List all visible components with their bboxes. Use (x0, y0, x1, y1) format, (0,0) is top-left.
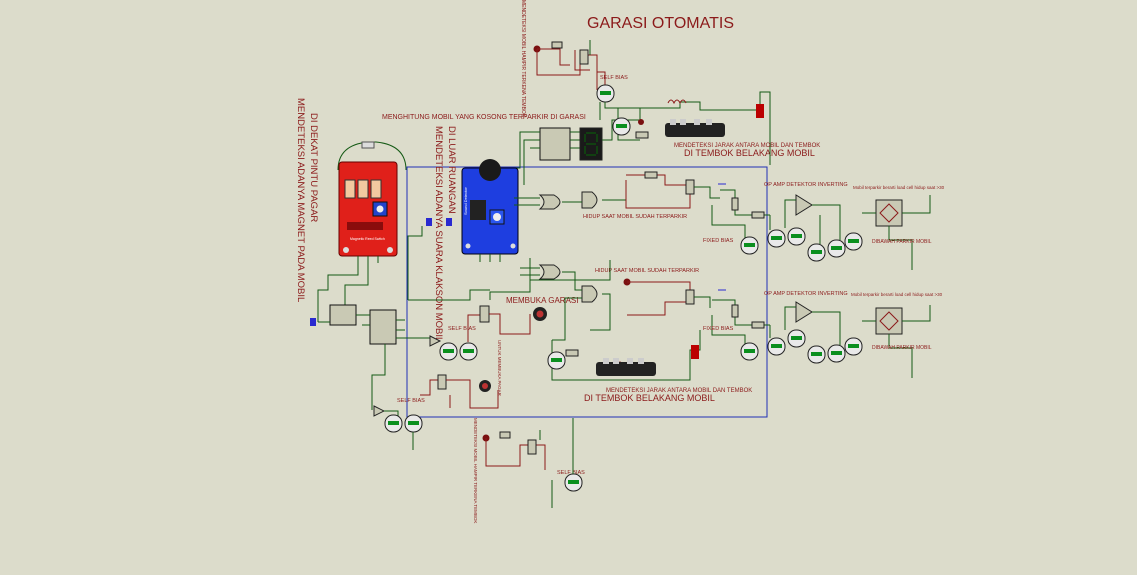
detect-distance-top-label: MENDETEKSI JARAK ANTARA MOBIL DAN TEMBOK (674, 143, 820, 149)
counter-ic (530, 127, 580, 161)
bottom-ultrasonic-circuit: MENDETEKSI JARAK ANTARA MOBIL DAN TEMBOK… (547, 330, 752, 403)
opamp-detector-top: OP AMP DETEKTOR INVERTING Mobil terparki… (764, 182, 945, 270)
opamp-label-1: OP AMP DETEKTOR INVERTING (764, 182, 848, 188)
top-ultrasonic-circuit: MENDETEKSI JARAK ANTARA MOBIL DAN TEMBOK… (612, 91, 820, 158)
count-empty-label: MENGHITUNG MOBIL YANG KOSONG TERPARKIR D… (382, 114, 586, 121)
wall-bottom-label: DI TEMBOK BELAKANG MOBIL (584, 393, 715, 403)
self-bias-bottom-label: SELF BIAS (557, 470, 585, 476)
self-bias-low-label: SELF BIAS (397, 398, 425, 404)
near-gate-label-1: DI DEKAT PINTU PAGAR (308, 113, 319, 222)
wall-top-label: DI TEMBOK BELAKANG MOBIL (684, 148, 815, 158)
fixed-bias-label-2: FIXED BIAS (703, 326, 734, 332)
left-logic-circuit: SELF BIAS UNTUK MEMBUKA PAGAR (317, 226, 502, 450)
magnetic-reed-switch-module: Magnetic Reed Switch (337, 141, 407, 263)
schematic-title: GARASI OTOMATIS (587, 15, 734, 32)
vertical-label-bottom: MENDETEKSI MOBIL HAMPIR TERKENA TEMBOK (473, 418, 478, 523)
module-blue-label: Sound Detector (463, 187, 468, 215)
self-bias-mid-label: SELF BIAS (448, 326, 476, 332)
on-parked-label-1: HIDUP SAAT MOBIL SUDAH TERPARKIR (583, 214, 687, 220)
top-self-bias-circuit: SELF BIAS (533, 40, 628, 109)
loadcell-label-2: Mobil terparkir berarti load cell hidup … (851, 292, 943, 297)
upper-output-stage: FIXED BIAS (625, 171, 770, 255)
under-parking-label-2: DIBAWAH PARKIR MOBIL (872, 345, 932, 351)
sound-detector-module: Sound Detector (461, 159, 519, 262)
module-red-label: Magnetic Reed Switch (350, 237, 385, 241)
opamp-label-2: OP AMP DETEKTOR INVERTING (764, 291, 848, 297)
near-gate-label-2: MENDETEKSI ADANYA MAGNET PADA MOBIL (295, 98, 306, 302)
outside-room-label-1: DI LUAR RUANGAN (446, 126, 457, 214)
seven-segment-display (579, 127, 603, 161)
blue-frame (406, 166, 768, 418)
opamp-detector-bottom: OP AMP DETEKTOR INVERTING Mobil terparki… (764, 291, 943, 378)
on-parked-label-2: HIDUP SAAT MOBIL SUDAH TERPARKIR (595, 268, 699, 274)
lower-output-stage: FIXED BIAS (623, 278, 770, 361)
open-garage-label: MEMBUKA GARASI (506, 296, 578, 305)
open-gate-label: UNTUK MEMBUKA PAGAR (497, 340, 502, 397)
under-parking-label-1: DIBAWAH PARKIR MOBIL (872, 239, 932, 245)
loadcell-label-1: Mobil terparkir berarti load cell hidup … (853, 185, 945, 190)
self-bias-top-label: SELF BIAS (600, 75, 628, 81)
outside-room-label-2: MENDETEKSI ADANYA SUARA KLAKSON MOBIL (433, 126, 444, 342)
detect-distance-bottom-label: MENDETEKSI JARAK ANTARA MOBIL DAN TEMBOK (606, 388, 752, 394)
fixed-bias-label-1: FIXED BIAS (703, 238, 734, 244)
vertical-label-top: MENDETEKSI MOBIL HAMPIR TERKENA TEMBOK (520, 0, 526, 118)
bottom-self-bias-circuit: MENDETEKSI MOBIL HAMPIR TERKENA TEMBOK S… (473, 418, 585, 523)
